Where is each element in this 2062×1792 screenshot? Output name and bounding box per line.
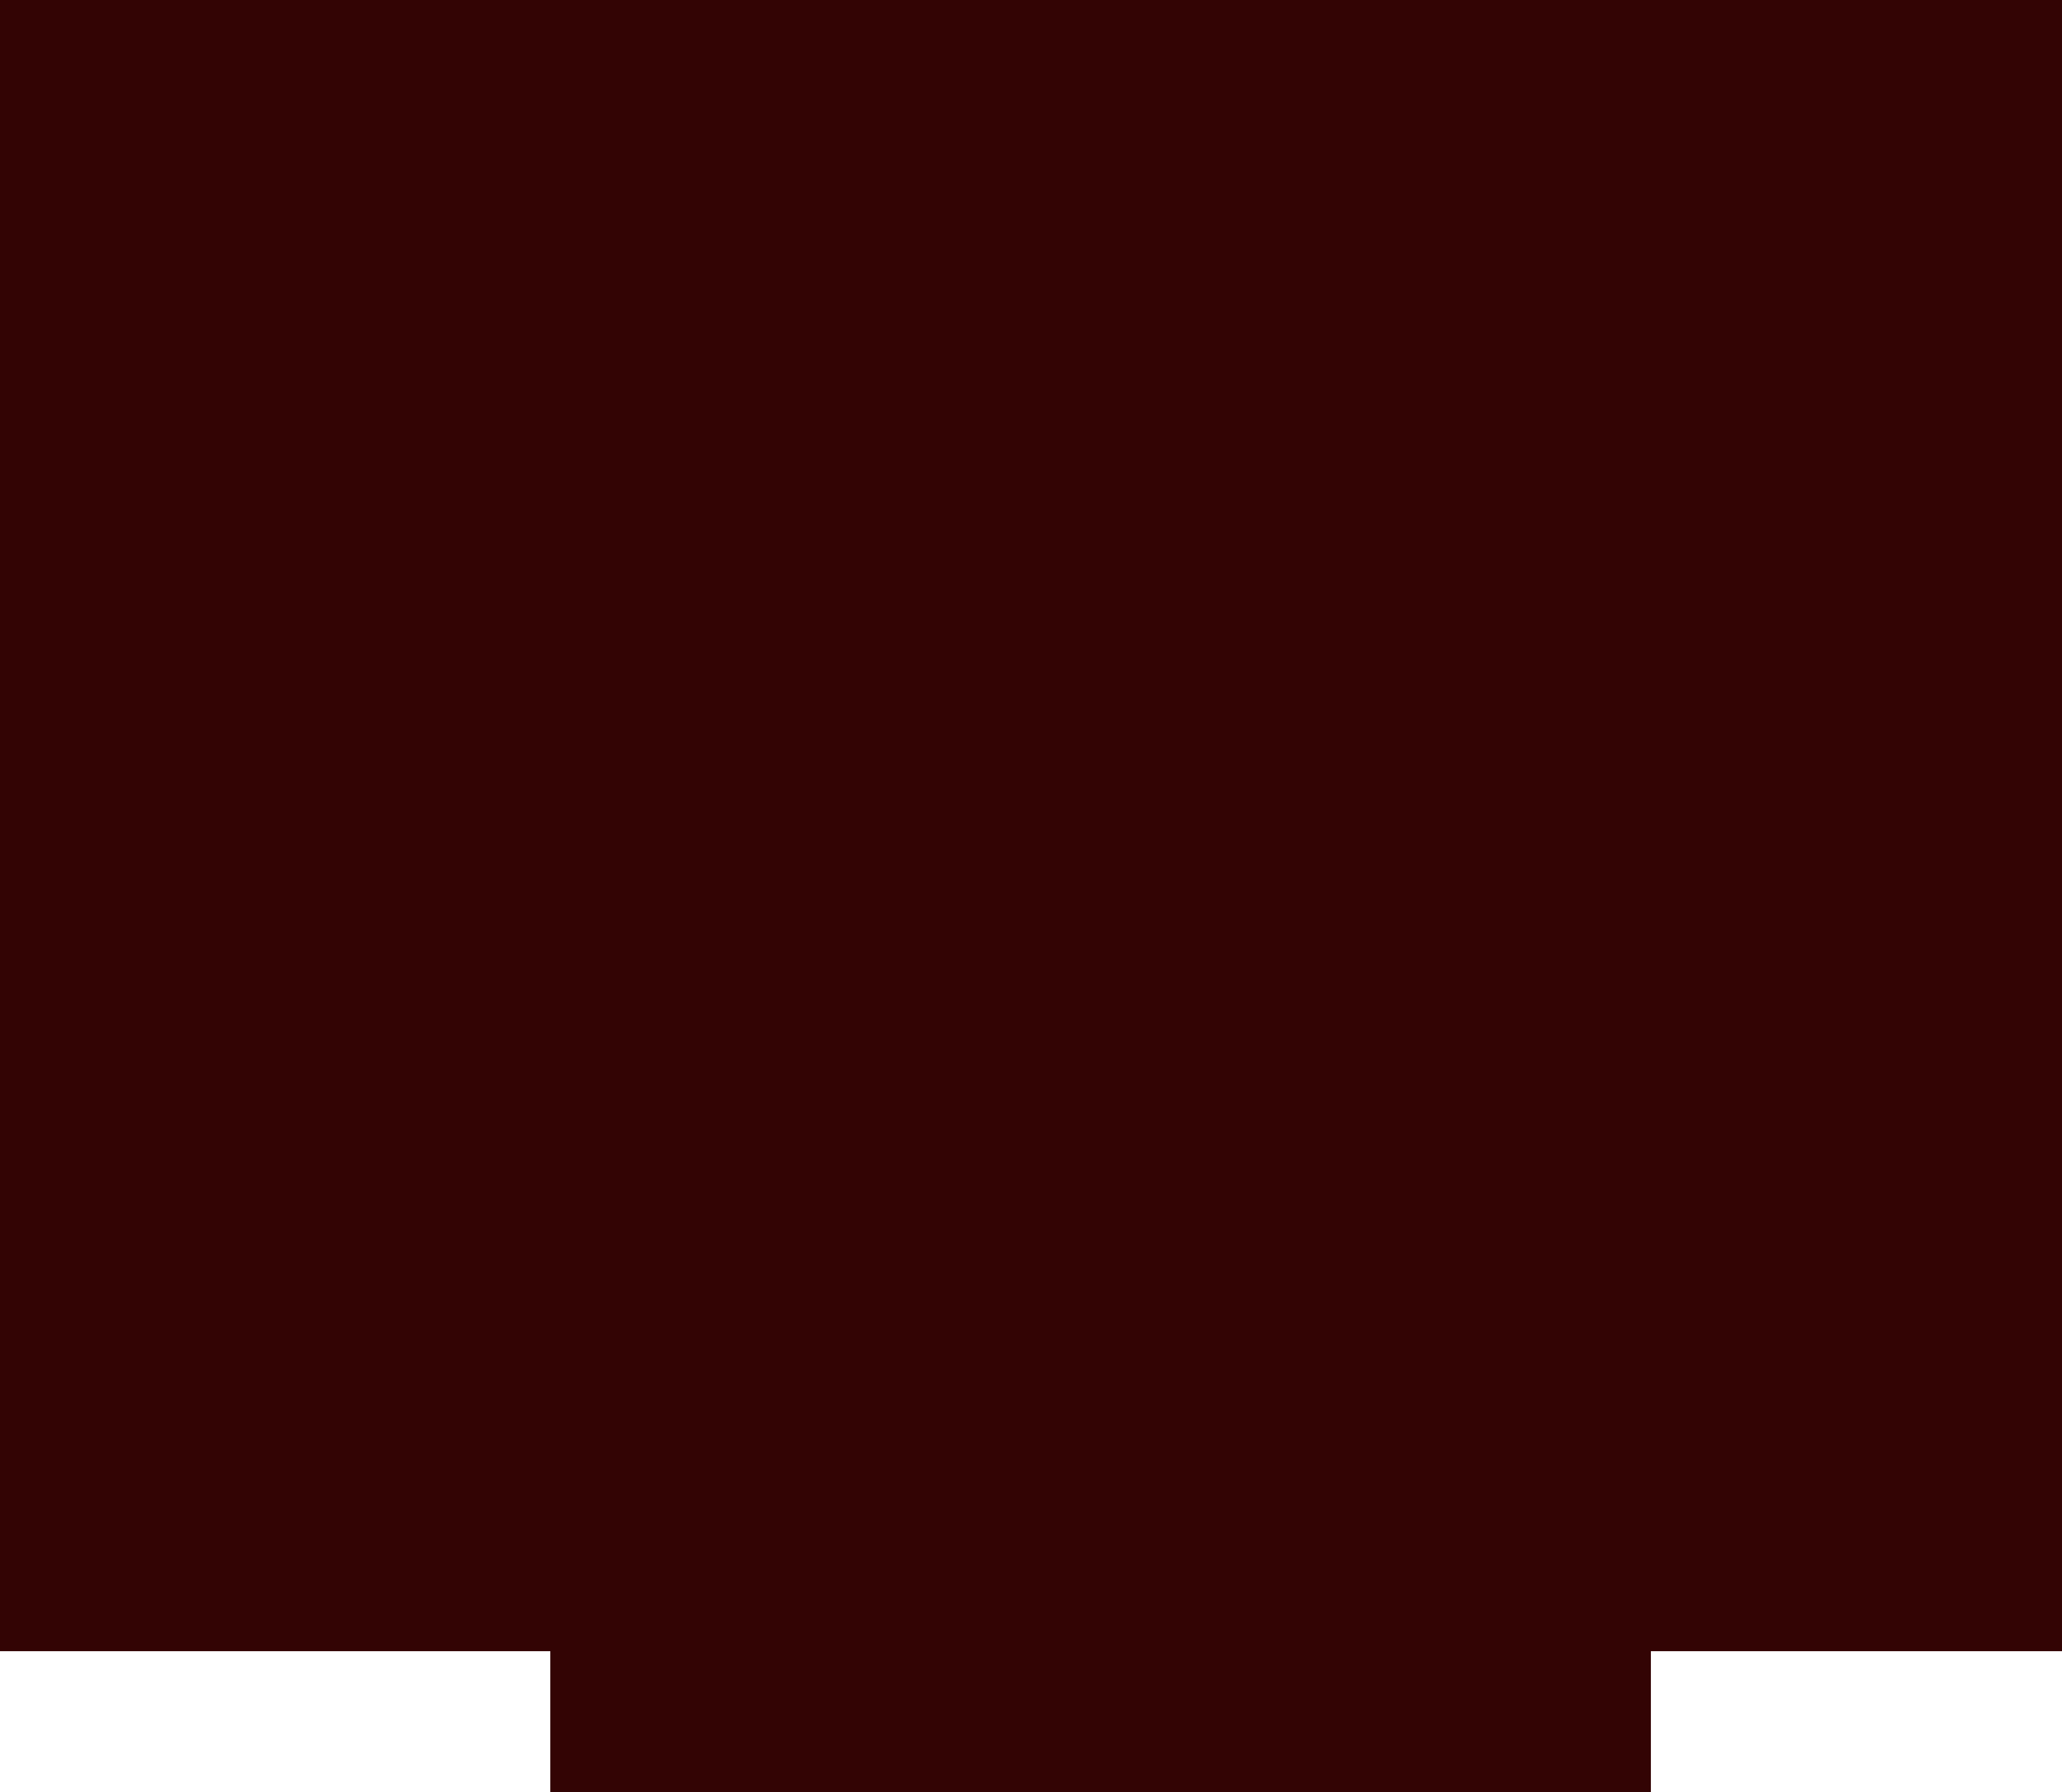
- blank-tile-bottom-left: [0, 1651, 550, 1792]
- blank-tile-bottom-right: [1651, 1651, 2062, 1792]
